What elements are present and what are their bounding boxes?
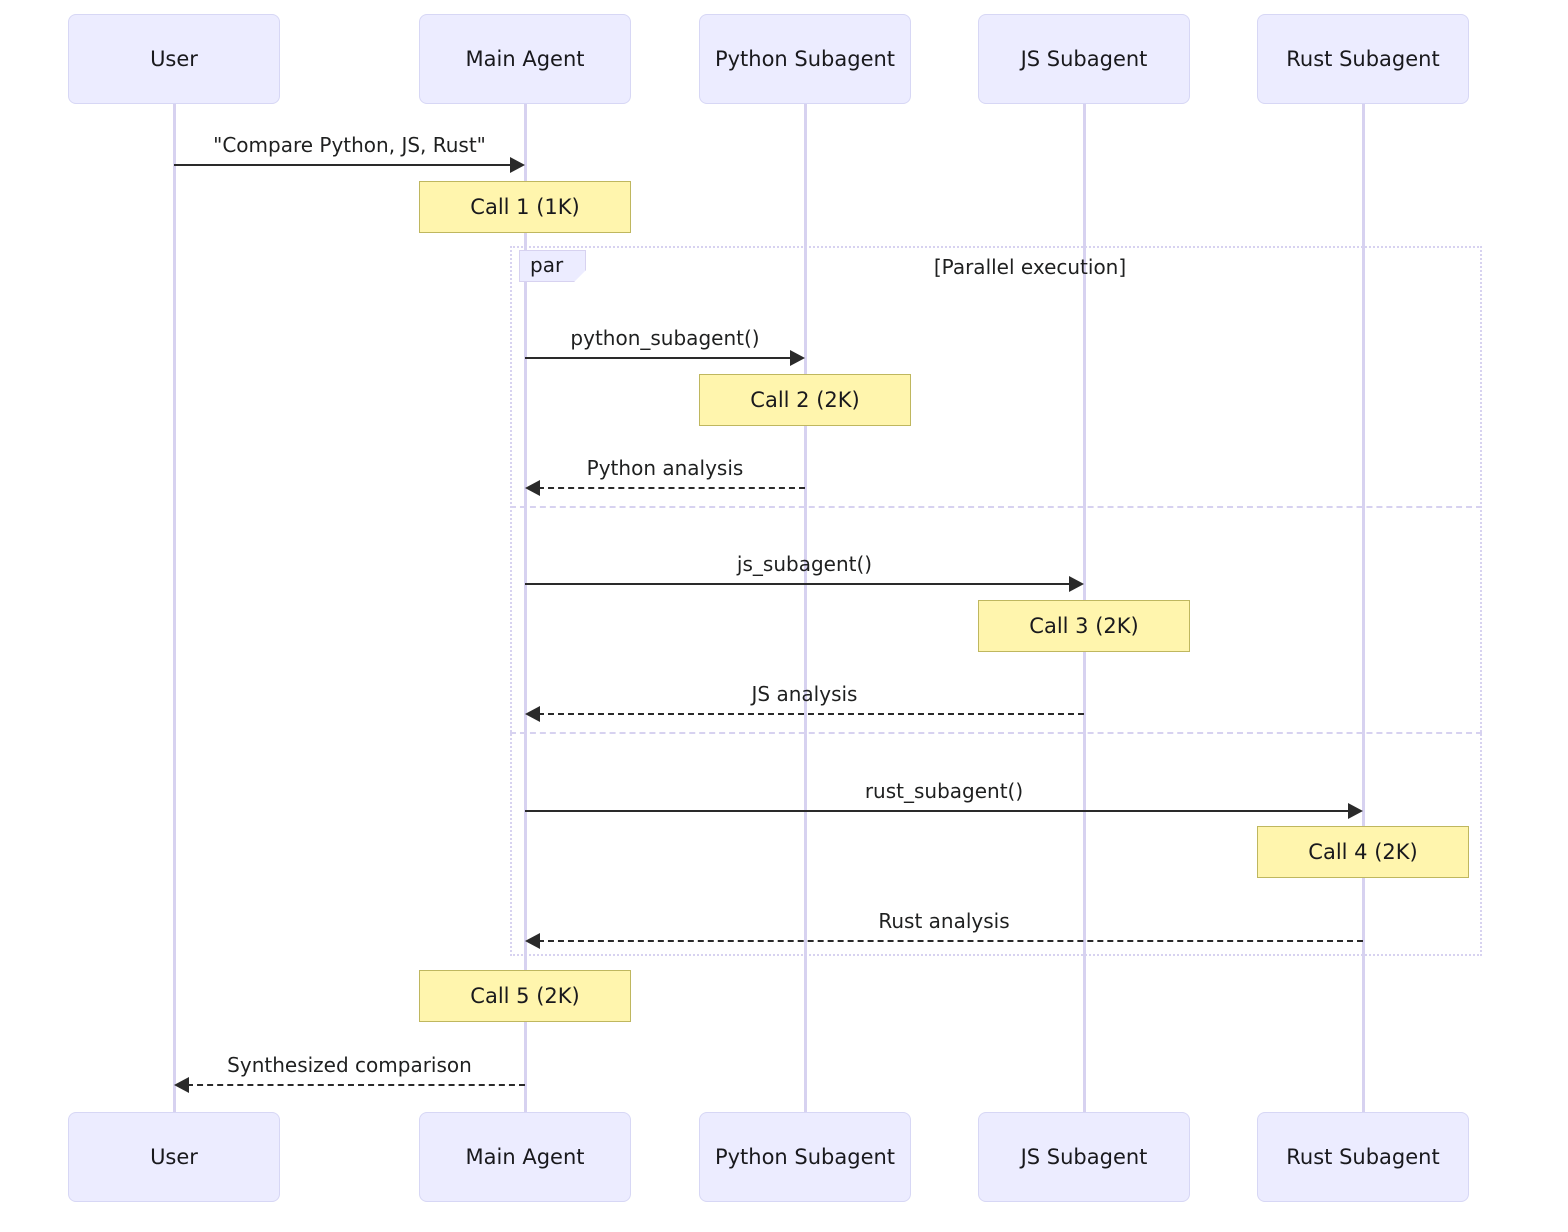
message-line-compare-request xyxy=(174,164,512,166)
message-line-js-analysis-return xyxy=(538,713,1084,715)
note-call-3: Call 3 (2K) xyxy=(978,600,1190,652)
message-label-js-analysis-return: JS analysis xyxy=(751,682,858,706)
participant-box-js-subagent-bottom[interactable]: JS Subagent xyxy=(978,1112,1190,1202)
par-fragment-label: par xyxy=(519,250,587,282)
arrowhead-icon xyxy=(1348,803,1363,819)
message-line-python-subagent-call xyxy=(525,357,792,359)
participant-box-python-subagent-bottom[interactable]: Python Subagent xyxy=(699,1112,911,1202)
participant-box-rust-subagent-top[interactable]: Rust Subagent xyxy=(1257,14,1469,104)
arrowhead-icon xyxy=(1069,576,1084,592)
note-call-2: Call 2 (2K) xyxy=(699,374,911,426)
arrowhead-icon xyxy=(525,480,540,496)
message-line-js-subagent-call xyxy=(525,583,1071,585)
participant-box-main-agent-bottom[interactable]: Main Agent xyxy=(419,1112,631,1202)
participant-box-main-agent-top[interactable]: Main Agent xyxy=(419,14,631,104)
arrowhead-icon xyxy=(525,933,540,949)
arrowhead-icon xyxy=(510,157,525,173)
note-call-5: Call 5 (2K) xyxy=(419,970,631,1022)
lifeline-user xyxy=(173,104,176,1112)
note-call-1: Call 1 (1K) xyxy=(419,181,631,233)
message-line-synthesized-comparison xyxy=(187,1084,525,1086)
message-label-python-analysis-return: Python analysis xyxy=(586,456,744,480)
message-line-rust-subagent-call xyxy=(525,810,1350,812)
participant-box-user-bottom[interactable]: User xyxy=(68,1112,280,1202)
message-label-js-subagent-call: js_subagent() xyxy=(736,552,873,576)
note-call-4: Call 4 (2K) xyxy=(1257,826,1469,878)
par-fragment-title: [Parallel execution] xyxy=(933,255,1127,279)
participant-box-user-top[interactable]: User xyxy=(68,14,280,104)
participant-box-rust-subagent-bottom[interactable]: Rust Subagent xyxy=(1257,1112,1469,1202)
lifeline-main-agent xyxy=(524,104,527,1112)
message-line-python-analysis-return xyxy=(538,487,805,489)
lifeline-rust-subagent xyxy=(1362,104,1365,1112)
par-fragment-divider xyxy=(510,506,1482,508)
message-label-synthesized-comparison: Synthesized comparison xyxy=(227,1053,472,1077)
participant-box-python-subagent-top[interactable]: Python Subagent xyxy=(699,14,911,104)
participant-box-js-subagent-top[interactable]: JS Subagent xyxy=(978,14,1190,104)
arrowhead-icon xyxy=(174,1077,189,1093)
arrowhead-icon xyxy=(790,350,805,366)
par-fragment-divider xyxy=(510,732,1482,734)
message-label-compare-request: "Compare Python, JS, Rust" xyxy=(213,133,486,157)
arrowhead-icon xyxy=(525,706,540,722)
message-label-rust-subagent-call: rust_subagent() xyxy=(864,779,1024,803)
message-line-rust-analysis-return xyxy=(538,940,1363,942)
message-label-rust-analysis-return: Rust analysis xyxy=(878,909,1010,933)
message-label-python-subagent-call: python_subagent() xyxy=(570,326,760,350)
lifeline-python-subagent xyxy=(804,104,807,1112)
